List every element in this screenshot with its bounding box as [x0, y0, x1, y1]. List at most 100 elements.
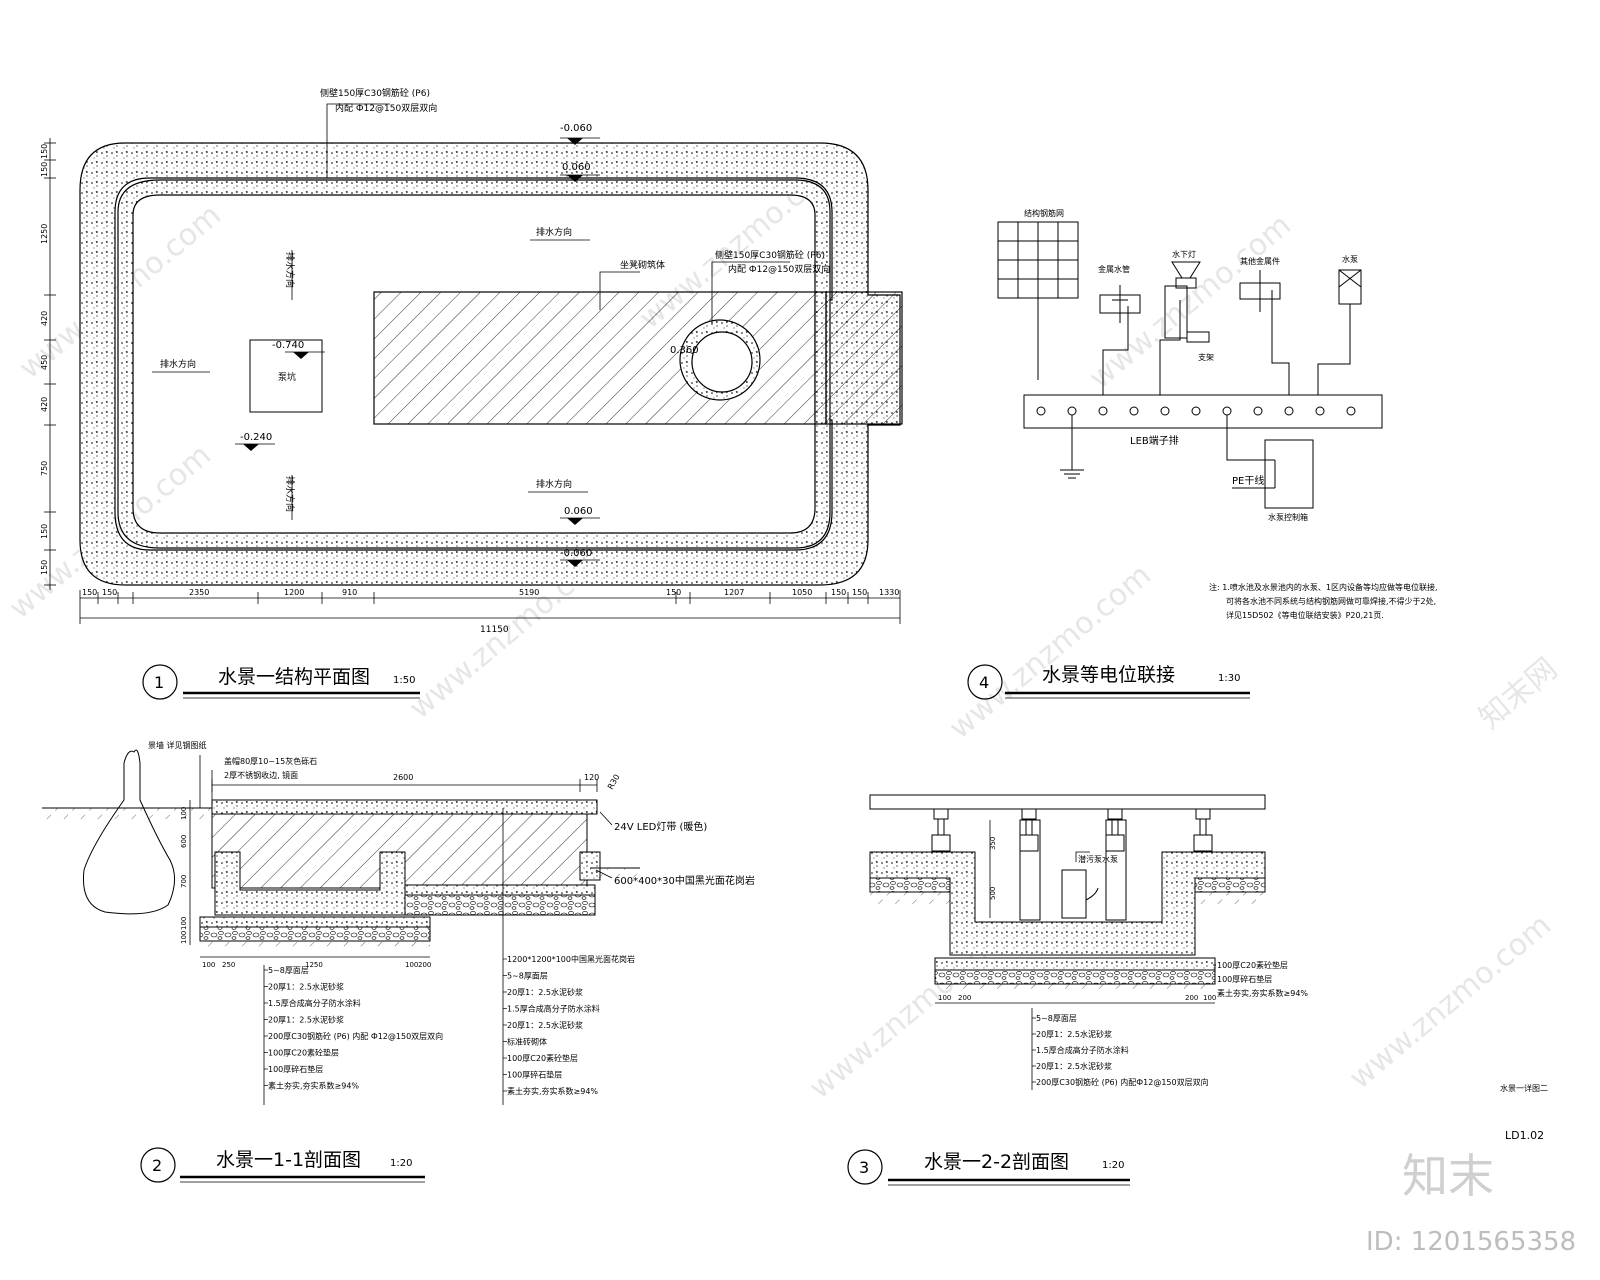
- drain-label: 排水方向: [536, 478, 572, 490]
- dimension: 1050: [792, 588, 812, 597]
- plan-scale: 1:50: [393, 675, 415, 686]
- dimension: 150: [666, 588, 681, 597]
- section-1-1-layers-left: 5~8厚面层20厚1：2.5水泥砂浆1.5厚合成高分子防水涂料20厚1：2.5水…: [264, 966, 443, 1091]
- dimension: 2350: [189, 588, 209, 597]
- section-1-1: [42, 749, 640, 1105]
- dimension: 600: [180, 835, 188, 848]
- layer-note: 20厚1：2.5水泥砂浆: [1036, 1029, 1112, 1039]
- svg-text:2: 2: [152, 1156, 162, 1175]
- ring-note: 侧壁150厚C30钢筋砼 (P6): [715, 249, 825, 261]
- dimension: 100: [180, 807, 188, 820]
- pump-control-box: [1264, 439, 1314, 509]
- dimension: 750: [40, 461, 49, 476]
- pedestals: [931, 808, 1213, 852]
- note-line: 可将各水池不同系统与结构钢筋网做可靠焊接,不得少于2处,: [1226, 596, 1436, 606]
- dimension: 150: [40, 162, 49, 177]
- layer-note: 标准砖砌体: [507, 1037, 547, 1047]
- dimension: 1250: [305, 961, 323, 969]
- dimension: 1250: [40, 224, 49, 244]
- dimension: 150: [852, 588, 867, 597]
- section-2-2-scale: 1:20: [1102, 1160, 1124, 1171]
- layer-note: 100厚C20素砼垫层: [1217, 960, 1288, 970]
- dimension: 1207: [724, 588, 744, 597]
- terminal-bar: [1023, 394, 1383, 429]
- dimension: 200: [958, 994, 971, 1002]
- section-2-2-layers-left: 5~8厚面层20厚1：2.5水泥砂浆1.5厚合成高分子防水涂料20厚1：2.5水…: [1032, 1014, 1209, 1087]
- layer-note: 20厚1：2.5水泥砂浆: [268, 982, 344, 992]
- elevation: 0.360: [670, 345, 699, 356]
- dimension: 150: [831, 588, 846, 597]
- ring-rebar-note: 内配 Ф12@150双层双向: [728, 263, 830, 275]
- dimension: 250: [222, 961, 235, 969]
- edge-note: 2厚不锈钢收边, 镜面: [224, 770, 298, 780]
- bench-extension: [825, 291, 903, 425]
- section-2-2-title: 水景一2-2剖面图: [924, 1151, 1069, 1173]
- plan-labels: 侧壁150厚C30钢筋砼 (P6) 内配 Ф12@150双层双向 -0.060 …: [160, 87, 830, 559]
- dimension: 150: [40, 560, 49, 575]
- fountain-ring-inner: [691, 331, 753, 393]
- svg-text:3: 3: [859, 1158, 869, 1177]
- elevation: 0.060: [564, 506, 593, 517]
- elevation: -0.060: [560, 548, 592, 559]
- led-note: 24V LED灯带 (暖色): [614, 820, 707, 833]
- dimension: 420: [40, 311, 49, 326]
- layer-note: 20厚1：2.5水泥砂浆: [507, 987, 583, 997]
- section-1-1-scale: 1:20: [390, 1158, 412, 1169]
- layer-note: 5~8厚面层: [507, 972, 548, 981]
- watermark: www.znzmo.com: [1083, 208, 1298, 397]
- dimension: 1330: [879, 588, 899, 597]
- dimension: 700: [180, 875, 188, 888]
- sheet-code: LD1.02: [1505, 1129, 1544, 1142]
- wall-label: 景墙 详见钢图纸: [148, 740, 207, 750]
- cap-note: 盖帽80厚10~15灰色砾石: [224, 756, 317, 766]
- title-plan: 1 水景一结构平面图 1:50: [142, 664, 420, 700]
- plan-title: 水景一结构平面图: [218, 666, 370, 688]
- layer-note: 100厚碎石垫层: [1217, 974, 1272, 984]
- dimension: 5190: [519, 588, 539, 597]
- left-dimension-chain: [44, 138, 56, 590]
- layer-note: 1200*1200*100中国黑光面花岗岩: [507, 954, 635, 964]
- dimension: 1200: [284, 588, 304, 597]
- paver-note: 600*400*30中国黑光面花岗岩: [614, 874, 755, 887]
- other-metal-label: 其他金属件: [1240, 256, 1280, 266]
- leader: [326, 103, 390, 178]
- lamp-label: 水下灯: [1172, 249, 1196, 259]
- dimension: 100: [1203, 994, 1216, 1002]
- bottom-dimension-chain: [79, 590, 901, 624]
- wall-rebar-note: 内配 Ф12@150双层双向: [335, 102, 437, 114]
- terminal-bar-label: LEB端子排: [1130, 434, 1179, 447]
- section-2-2: [869, 794, 1266, 1090]
- terminal-screws: [1036, 406, 1356, 416]
- submersible-pump-icon: [1061, 869, 1087, 919]
- mesh-label: 结构钢筋网: [1024, 208, 1064, 218]
- layer-note: 200厚C30钢筋砼 (P6) 内配 Ф12@150双层双向: [268, 1031, 443, 1041]
- layer-note: 20厚1：2.5水泥砂浆: [268, 1015, 344, 1025]
- drain-label: 排水方向: [536, 226, 572, 238]
- dimension: 450: [40, 355, 49, 370]
- drain-label: 排水方向: [284, 476, 296, 512]
- dimension: 100: [180, 931, 188, 944]
- elevation: -0.060: [560, 123, 592, 134]
- layer-note: 100厚碎石垫层: [507, 1070, 562, 1080]
- pump-label: 水泵: [1342, 254, 1358, 264]
- dimension: 100: [405, 961, 418, 969]
- brand-logo: 知末: [1402, 1149, 1494, 1203]
- dimension: 150: [40, 144, 49, 159]
- title-section-2-2: 3 水景一2-2剖面图 1:20: [847, 1149, 1130, 1186]
- layer-note: 5~8厚面层: [1036, 1014, 1077, 1023]
- watermark: www.znzmo.com: [1343, 908, 1558, 1097]
- svg-text:1: 1: [154, 673, 164, 692]
- leader: [599, 271, 640, 310]
- sheet-note: 水景一详图二: [1500, 1083, 1548, 1093]
- elevation: -0.240: [240, 432, 272, 443]
- watermarks: www.znzmo.com www.znzmo.com www.znzmo.co…: [3, 148, 1564, 1107]
- elevation: 0.060: [562, 162, 591, 173]
- layer-note: 100厚碎石垫层: [268, 1064, 323, 1074]
- title-section-1-1: 2 水景一1-1剖面图 1:20: [140, 1147, 425, 1183]
- elevation: -0.740: [272, 340, 304, 351]
- layer-note: 100厚C20素砼垫层: [507, 1053, 578, 1063]
- dimension: 2600: [393, 773, 413, 782]
